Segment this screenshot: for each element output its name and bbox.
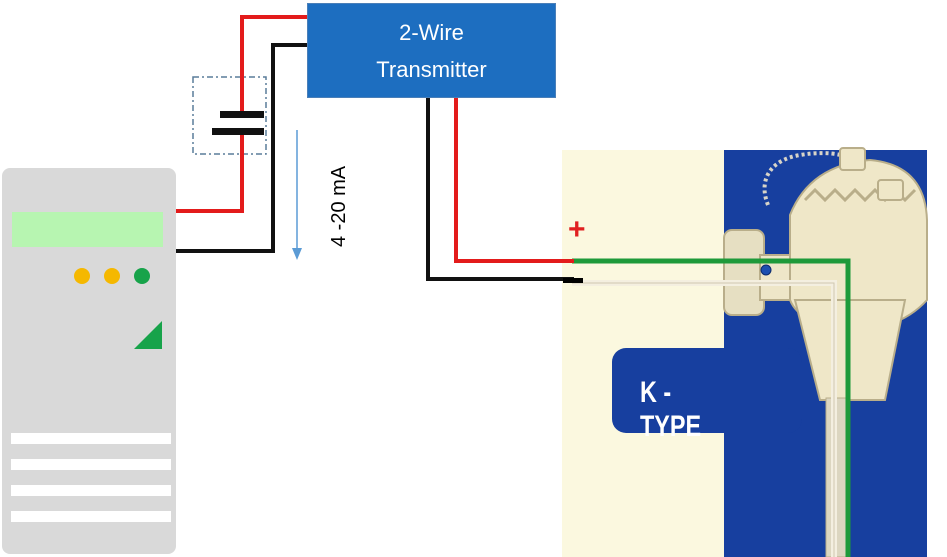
positive-wire-controller [176,135,244,213]
thermocouple-wire-green [572,258,851,557]
status-led-amber [104,268,120,284]
thermocouple-type-label: K - TYPE [640,376,702,443]
cap-boss [877,179,904,201]
vent-slot [11,433,171,444]
positive-wire-transmitter [240,15,307,113]
vent-slot [11,459,171,470]
vent-slot [11,511,171,522]
vent-slot [11,485,171,496]
two-wire-transmitter: 2-Wire Transmitter [307,3,556,98]
terminal-screw [760,264,772,276]
current-arrowhead [292,248,302,260]
status-led-amber [74,268,90,284]
positive-terminal-mark: + [568,213,586,246]
current-range-label: 4 -20 mA [328,165,350,247]
thermocouple-wire-white-edge [572,282,835,557]
negative-terminal-mark [563,278,583,283]
battery-plate-long [220,111,264,118]
controller-display [12,212,163,247]
negative-wire-controller [176,43,307,253]
positive-wire-sensor [454,98,574,263]
status-led-green [134,268,150,284]
cap-boss [839,147,866,171]
controller-unit [2,168,176,554]
negative-wire-sensor [426,98,574,281]
transmitter-label-line1: 2-Wire [399,19,464,45]
transmitter-label-line2: Transmitter [376,56,487,82]
corner-triangle-icon [134,321,162,349]
thermocouple-type-tab [612,348,802,433]
power-supply-enclosure [192,76,267,155]
battery-plate-short [212,128,264,135]
